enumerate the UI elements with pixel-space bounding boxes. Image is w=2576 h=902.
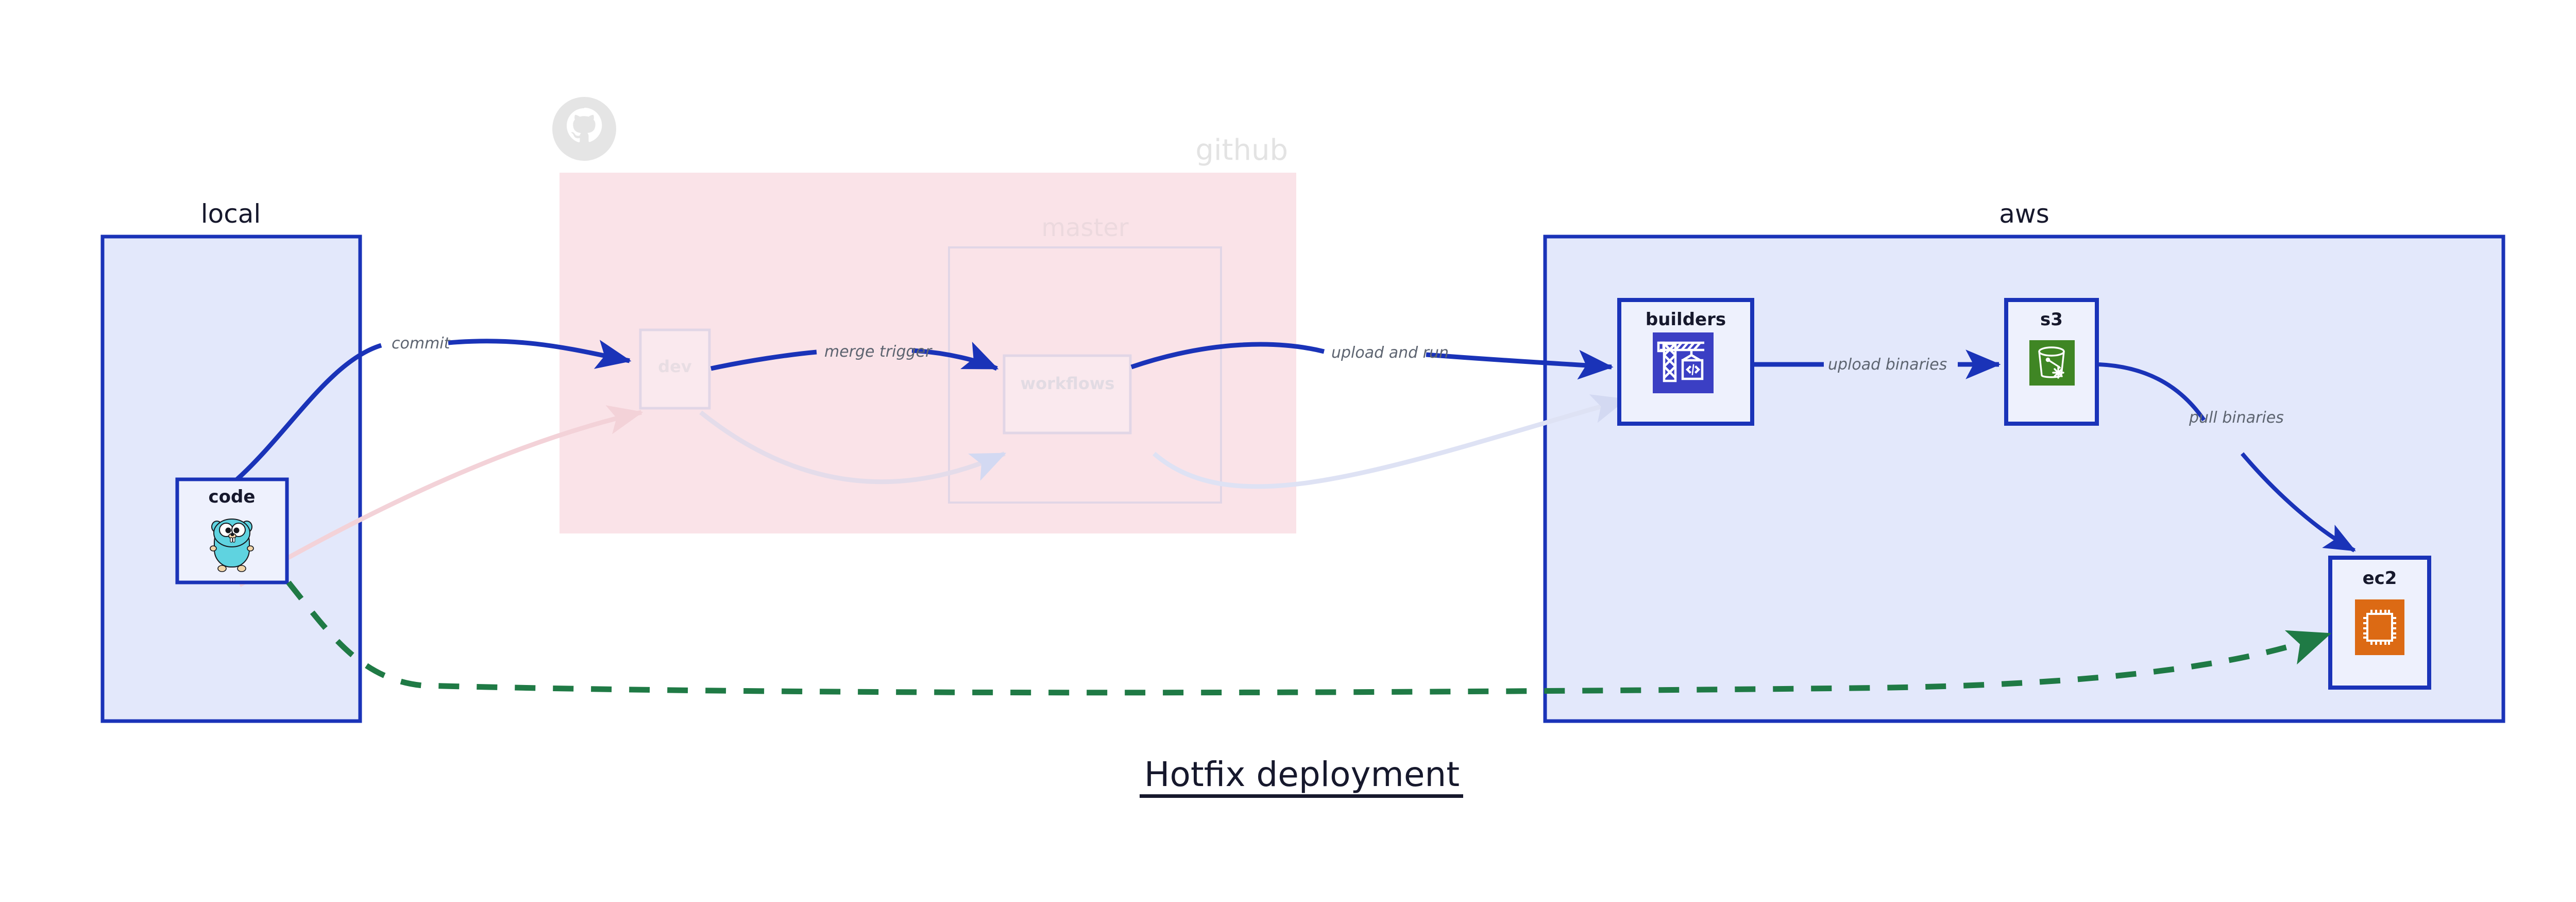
edge-hotfix-dashed[interactable]	[286, 580, 2332, 696]
edge-code-dev-faded	[238, 405, 643, 587]
group-github[interactable]: github master	[552, 97, 1296, 533]
node-workflows-label: workflows	[1021, 374, 1115, 393]
edge-commit-label: commit	[392, 335, 451, 353]
node-ec2[interactable]: ec2	[2328, 556, 2431, 690]
edge-upload-binaries-label: upload binaries	[1828, 356, 1947, 374]
group-aws-label: aws	[1999, 199, 2049, 229]
edge-merge-trigger[interactable]: merge trigger	[710, 342, 999, 371]
edge-pull-binaries-label: pull binaries	[2189, 409, 2284, 427]
aws-ec2-chip-icon	[2355, 599, 2404, 655]
group-master-label: master	[1041, 213, 1129, 242]
svg-text:Hotfix deployment: Hotfix deployment	[1144, 755, 1460, 794]
edge-upload-binaries[interactable]: upload binaries	[1754, 349, 2001, 379]
node-s3-label: s3	[2040, 309, 2063, 330]
node-dev-label: dev	[658, 357, 692, 376]
edge-merge-trigger-label: merge trigger	[824, 343, 933, 361]
edge-commit[interactable]: commit	[235, 335, 632, 481]
faded-edges	[238, 394, 1628, 587]
edge-upload-and-run-label: upload and run	[1331, 344, 1449, 362]
node-code[interactable]: code	[175, 477, 289, 584]
node-ec2-label: ec2	[2363, 568, 2397, 589]
node-dev[interactable]: dev	[639, 328, 711, 410]
aws-s3-bucket-snowflake-icon	[2029, 340, 2075, 386]
group-master[interactable]: master	[948, 213, 1222, 504]
group-local-label: local	[201, 199, 261, 229]
edge-pull-binaries[interactable]: pull binaries	[2098, 362, 2356, 553]
octocat-icon	[552, 97, 616, 161]
node-s3[interactable]: s3	[2004, 298, 2099, 426]
aws-codebuild-crane-icon	[1653, 332, 1714, 393]
edge-dev-workflows-faded	[699, 410, 1007, 485]
node-builders[interactable]: builders	[1617, 298, 1754, 426]
node-workflows[interactable]: workflows	[1003, 354, 1132, 435]
diagram-title: Hotfix deployment	[1140, 755, 1463, 798]
edge-upload-and-run[interactable]: upload and run	[1130, 342, 1614, 380]
active-edges: commit merge trigger upload and run uplo…	[235, 335, 2356, 696]
group-local[interactable]: local	[100, 199, 362, 723]
node-builders-label: builders	[1646, 309, 1726, 330]
go-gopher-icon	[210, 519, 254, 572]
group-github-label: github	[1195, 133, 1288, 167]
edge-workflows-builders-faded	[1153, 394, 1628, 489]
node-code-label: code	[209, 487, 256, 507]
